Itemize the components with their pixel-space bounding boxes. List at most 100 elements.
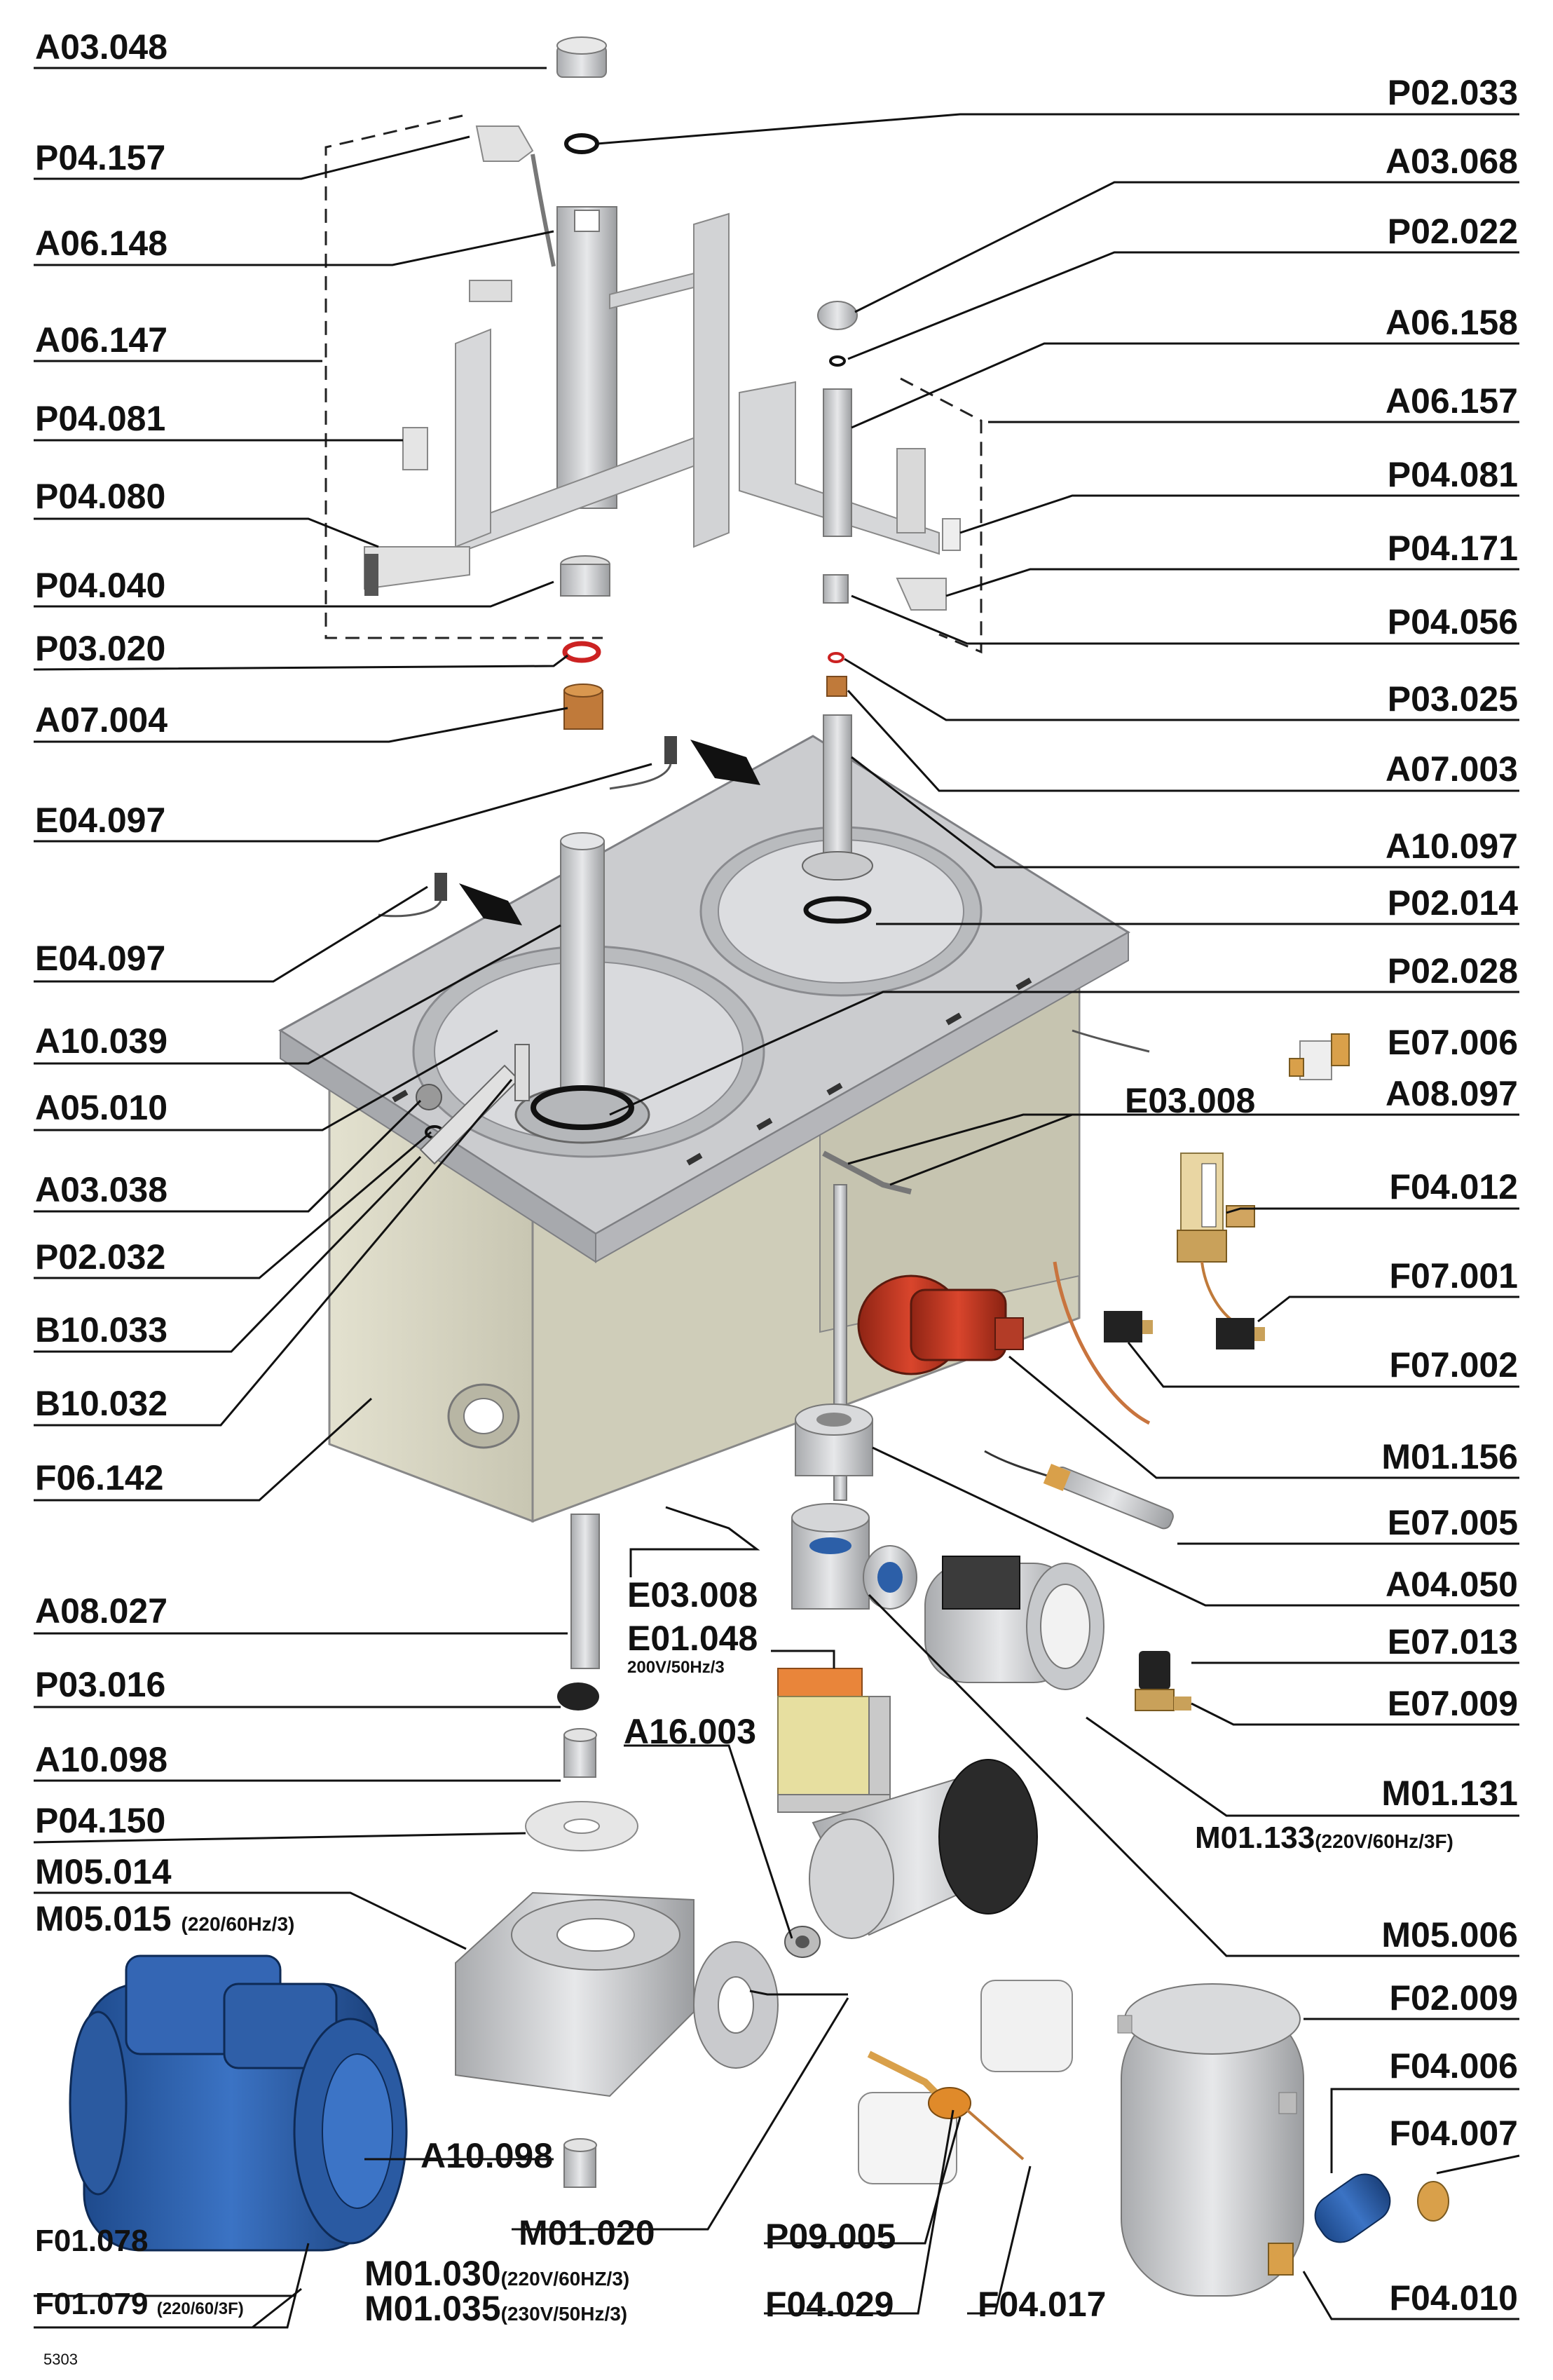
bushing-a10098-bottom <box>563 2138 597 2188</box>
part-label-left: A10.098 <box>35 1740 168 1779</box>
label-e03008-top: E03.008 <box>1125 1081 1256 1120</box>
part-label-right: P04.081 <box>1387 455 1518 494</box>
part-label-left: B10.033 <box>35 1310 168 1349</box>
part-label-left: A07.004 <box>35 700 168 740</box>
label-a16003: A16.003 <box>624 1712 757 1751</box>
part-label-left: E04.097 <box>35 801 166 840</box>
part-label-left: P04.081 <box>35 399 166 438</box>
switch-f07002 <box>1104 1311 1153 1342</box>
part-label-right: A10.097 <box>1385 827 1518 866</box>
label-m01030: M01.030(220V/60HZ/3) <box>364 2254 630 2293</box>
label-e01048-note: 200V/50Hz/3 <box>627 1658 725 1677</box>
label-m01035: M01.035(230V/50Hz/3) <box>364 2289 628 2328</box>
label-p09005: P09.005 <box>765 2217 896 2256</box>
sensor-e04097-left <box>378 873 522 925</box>
o-ring-p02014 <box>803 896 872 924</box>
part-label-right: A07.003 <box>1385 749 1518 789</box>
label-e01048: E01.048 <box>627 1619 758 1658</box>
bushing-a10098-top <box>563 1728 597 1778</box>
motor-m01131 <box>924 1556 1104 1690</box>
auger-frame-right <box>739 381 961 611</box>
part-label-left: A08.027 <box>35 1591 168 1631</box>
part-label-right: A03.068 <box>1385 142 1518 181</box>
seal-p03016 <box>557 1682 599 1711</box>
part-label-right: F02.009 <box>1389 1978 1518 2018</box>
auger-frame-left <box>364 125 730 596</box>
spring-valve-f04029 <box>867 2051 1025 2161</box>
switch-f07001 <box>1216 1318 1265 1349</box>
cap-a03048 <box>556 36 607 78</box>
part-label-left: A05.010 <box>35 1088 168 1127</box>
part-label-left: P04.080 <box>35 477 166 516</box>
receiver-tank-f02009 <box>1117 1983 1304 2297</box>
part-label-right: M01.156 <box>1381 1437 1518 1476</box>
bushing-a07004 <box>563 684 603 730</box>
part-label-right: P04.056 <box>1387 602 1518 641</box>
bushing-a07003 <box>826 676 847 697</box>
pump-m01156 <box>857 1274 1024 1375</box>
label-f04029: F04.029 <box>765 2285 894 2324</box>
part-label-left: F06.142 <box>35 1458 164 1497</box>
part-label-right: F04.012 <box>1389 1167 1518 1206</box>
filter-drier-f04007 <box>1268 2173 1449 2276</box>
part-label-left: P04.157 <box>35 138 166 177</box>
part-label-left: P03.016 <box>35 1665 166 1704</box>
part-label-left: P04.150 <box>35 1801 166 1840</box>
part-label-right: P04.171 <box>1387 529 1518 568</box>
label-m05015: M05.015 (220/60Hz/3) <box>35 1899 295 1938</box>
drain-pipe <box>570 1514 600 1669</box>
label-e03008-bottom: E03.008 <box>627 1575 758 1614</box>
coupling-a04050 <box>795 1403 873 1476</box>
gear-reducer-m05006 <box>791 1503 917 1610</box>
seal-p03025 <box>828 652 844 663</box>
label-m01020: M01.020 <box>519 2213 655 2252</box>
part-label-left: A10.039 <box>35 1021 168 1061</box>
bushing-p04056 <box>823 574 849 604</box>
label-f01079: F01.079 (220/60/3F) <box>35 2287 244 2321</box>
part-label-right: A04.050 <box>1385 1565 1518 1604</box>
cap-a03068 <box>817 301 858 330</box>
part-label-left: A06.147 <box>35 320 168 360</box>
label-f01078: F01.078 <box>35 2224 149 2258</box>
washer-p04150 <box>525 1801 638 1851</box>
seal-p03020 <box>562 641 601 663</box>
solenoid-valve-e07013 <box>1135 1651 1191 1711</box>
part-label-left: E04.097 <box>35 939 166 978</box>
part-label-left: M05.014 <box>35 1852 172 1891</box>
part-label-right: P02.022 <box>1387 212 1518 251</box>
part-label-left: P04.040 <box>35 566 166 605</box>
part-label-right: F04.007 <box>1389 2114 1518 2153</box>
part-label-right: P02.033 <box>1387 73 1518 112</box>
part-label-right: A06.158 <box>1385 303 1518 342</box>
transformer-e01048 <box>777 1668 891 1813</box>
o-ring-p02033 <box>564 133 599 154</box>
part-label-left: A03.048 <box>35 27 168 67</box>
part-label-right: M05.006 <box>1381 1915 1518 1954</box>
part-label-right: F04.006 <box>1389 2046 1518 2086</box>
pressure-valve-f04012 <box>1177 1152 1255 1323</box>
compressor-f01078 <box>69 1954 408 2252</box>
label-f04017: F04.017 <box>978 2285 1107 2324</box>
label-a10098-bottom: A10.098 <box>420 2136 554 2175</box>
part-label-right: P03.025 <box>1387 679 1518 719</box>
part-label-right: A08.097 <box>1385 1074 1518 1113</box>
cartridge-p09005 <box>858 1980 1073 2184</box>
leader-lines <box>33 67 1520 2329</box>
part-label-left: A03.038 <box>35 1170 168 1209</box>
part-label-right: M01.131 <box>1381 1774 1518 1813</box>
part-label-right: F07.001 <box>1389 1256 1518 1296</box>
motor-m01030 <box>809 1759 1038 1939</box>
assembly-bracket-right <box>900 377 983 654</box>
gearbox-m05014 <box>455 1891 779 2097</box>
part-label-right: E07.006 <box>1387 1023 1518 1062</box>
part-label-right: E07.005 <box>1387 1503 1518 1542</box>
water-valve-e07006 <box>1289 1033 1350 1080</box>
part-label-right: E07.013 <box>1387 1622 1518 1661</box>
part-label-right: F04.010 <box>1389 2278 1518 2318</box>
o-ring-p02022 <box>829 355 846 367</box>
figure-number: 5303 <box>43 2351 78 2368</box>
part-label-left: P02.032 <box>35 1237 166 1277</box>
coupling-a16003 <box>784 1926 821 1958</box>
